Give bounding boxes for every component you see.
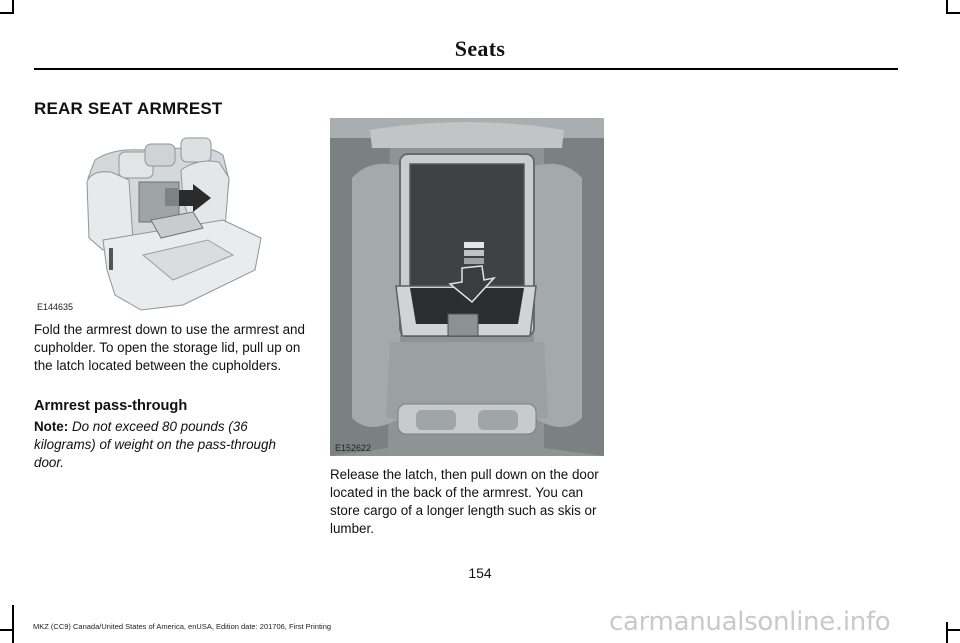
watermark: carmanualsonline.info xyxy=(609,607,891,637)
section-heading: REAR SEAT ARMREST xyxy=(34,99,223,118)
crop-mark xyxy=(946,629,960,631)
crop-mark xyxy=(0,12,14,14)
note-text: Do not exceed 80 pounds (36 kilograms) o… xyxy=(34,419,276,470)
crop-mark xyxy=(0,629,14,631)
crop-mark xyxy=(946,0,948,14)
crop-mark xyxy=(946,12,960,14)
figure-code: E144635 xyxy=(37,302,74,312)
figure-code: E152622 xyxy=(335,443,372,453)
armrest-illustration xyxy=(330,118,604,456)
paragraph-fold: Fold the armrest down to use the armrest… xyxy=(34,322,305,373)
sub-heading-pass-through: Armrest pass-through xyxy=(34,398,188,414)
rear-seat-illustration xyxy=(86,137,262,311)
crop-mark xyxy=(12,605,14,643)
paragraph-release: Release the latch, then pull down on the… xyxy=(330,467,599,536)
note-label: Note: xyxy=(34,419,69,434)
crop-mark xyxy=(12,0,14,14)
page-title: Seats xyxy=(454,36,506,61)
header-divider xyxy=(34,68,898,70)
rear-seat-figure xyxy=(33,120,305,316)
footer-edition: MKZ (CC9) Canada/United States of Americ… xyxy=(33,622,332,631)
armrest-figure xyxy=(330,118,604,456)
crop-mark xyxy=(946,622,948,643)
note-paragraph: Note: Do not exceed 80 pounds (36 kilogr… xyxy=(34,418,304,472)
page-number: 154 xyxy=(468,565,492,581)
